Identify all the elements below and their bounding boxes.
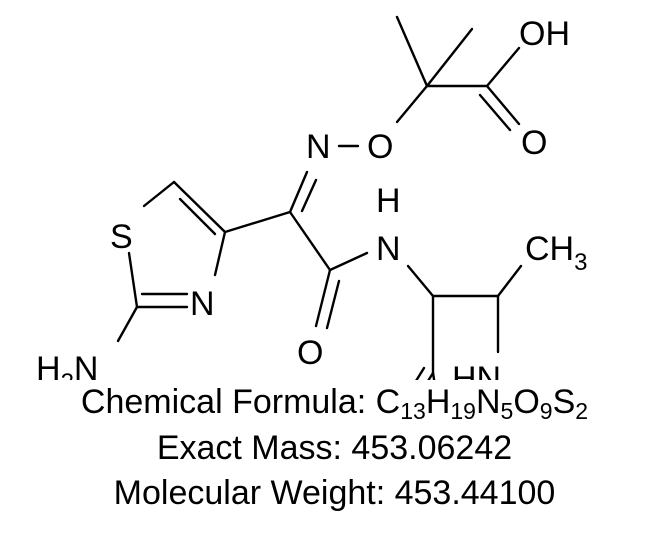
chemical-structure: OH O O N H N CH3 S N H2N O HN O OH SO3H <box>36 15 587 380</box>
formula-subscript: 5 <box>500 398 514 424</box>
molecular-weight: Molecular Weight: 453.44100 <box>113 474 556 512</box>
atom-sulfur-ring: S <box>110 218 133 256</box>
bonds <box>116 15 523 380</box>
atom-oxygen-carbonyl-top: O <box>521 124 547 162</box>
atom-methyl: CH3 <box>525 230 587 276</box>
formula-subscript: 2 <box>575 398 589 424</box>
formula-element: S <box>552 383 576 421</box>
atom-sulfamino-nh: HN <box>452 360 501 380</box>
chemical-formula: Chemical Formula: C13H19N5O9S2 <box>80 383 589 424</box>
formula-element: N <box>475 383 501 421</box>
atom-hydrogen-amide: H <box>376 182 401 220</box>
formula-element: O <box>513 383 540 421</box>
formula-subscript: 9 <box>539 398 553 424</box>
formula-element: C <box>375 383 401 421</box>
atom-nitrogen-oxime: N <box>306 128 331 166</box>
exact-mass: Exact Mass: 453.06242 <box>156 429 513 467</box>
atom-nitrogen-ring: N <box>190 285 215 323</box>
formula-subscript: 13 <box>400 398 426 424</box>
atom-hydroxyl-top: OH <box>519 15 570 53</box>
atom-nitrogen-amide: N <box>376 230 401 268</box>
atom-oxygen-amide: O <box>297 334 323 372</box>
formula-value: C13H19N5O9S2 <box>375 383 589 424</box>
atom-oxygen-ether: O <box>367 128 393 166</box>
formula-subscript: 19 <box>450 398 476 424</box>
formula-element: H <box>425 383 451 421</box>
atom-amino: H2N <box>36 350 98 380</box>
